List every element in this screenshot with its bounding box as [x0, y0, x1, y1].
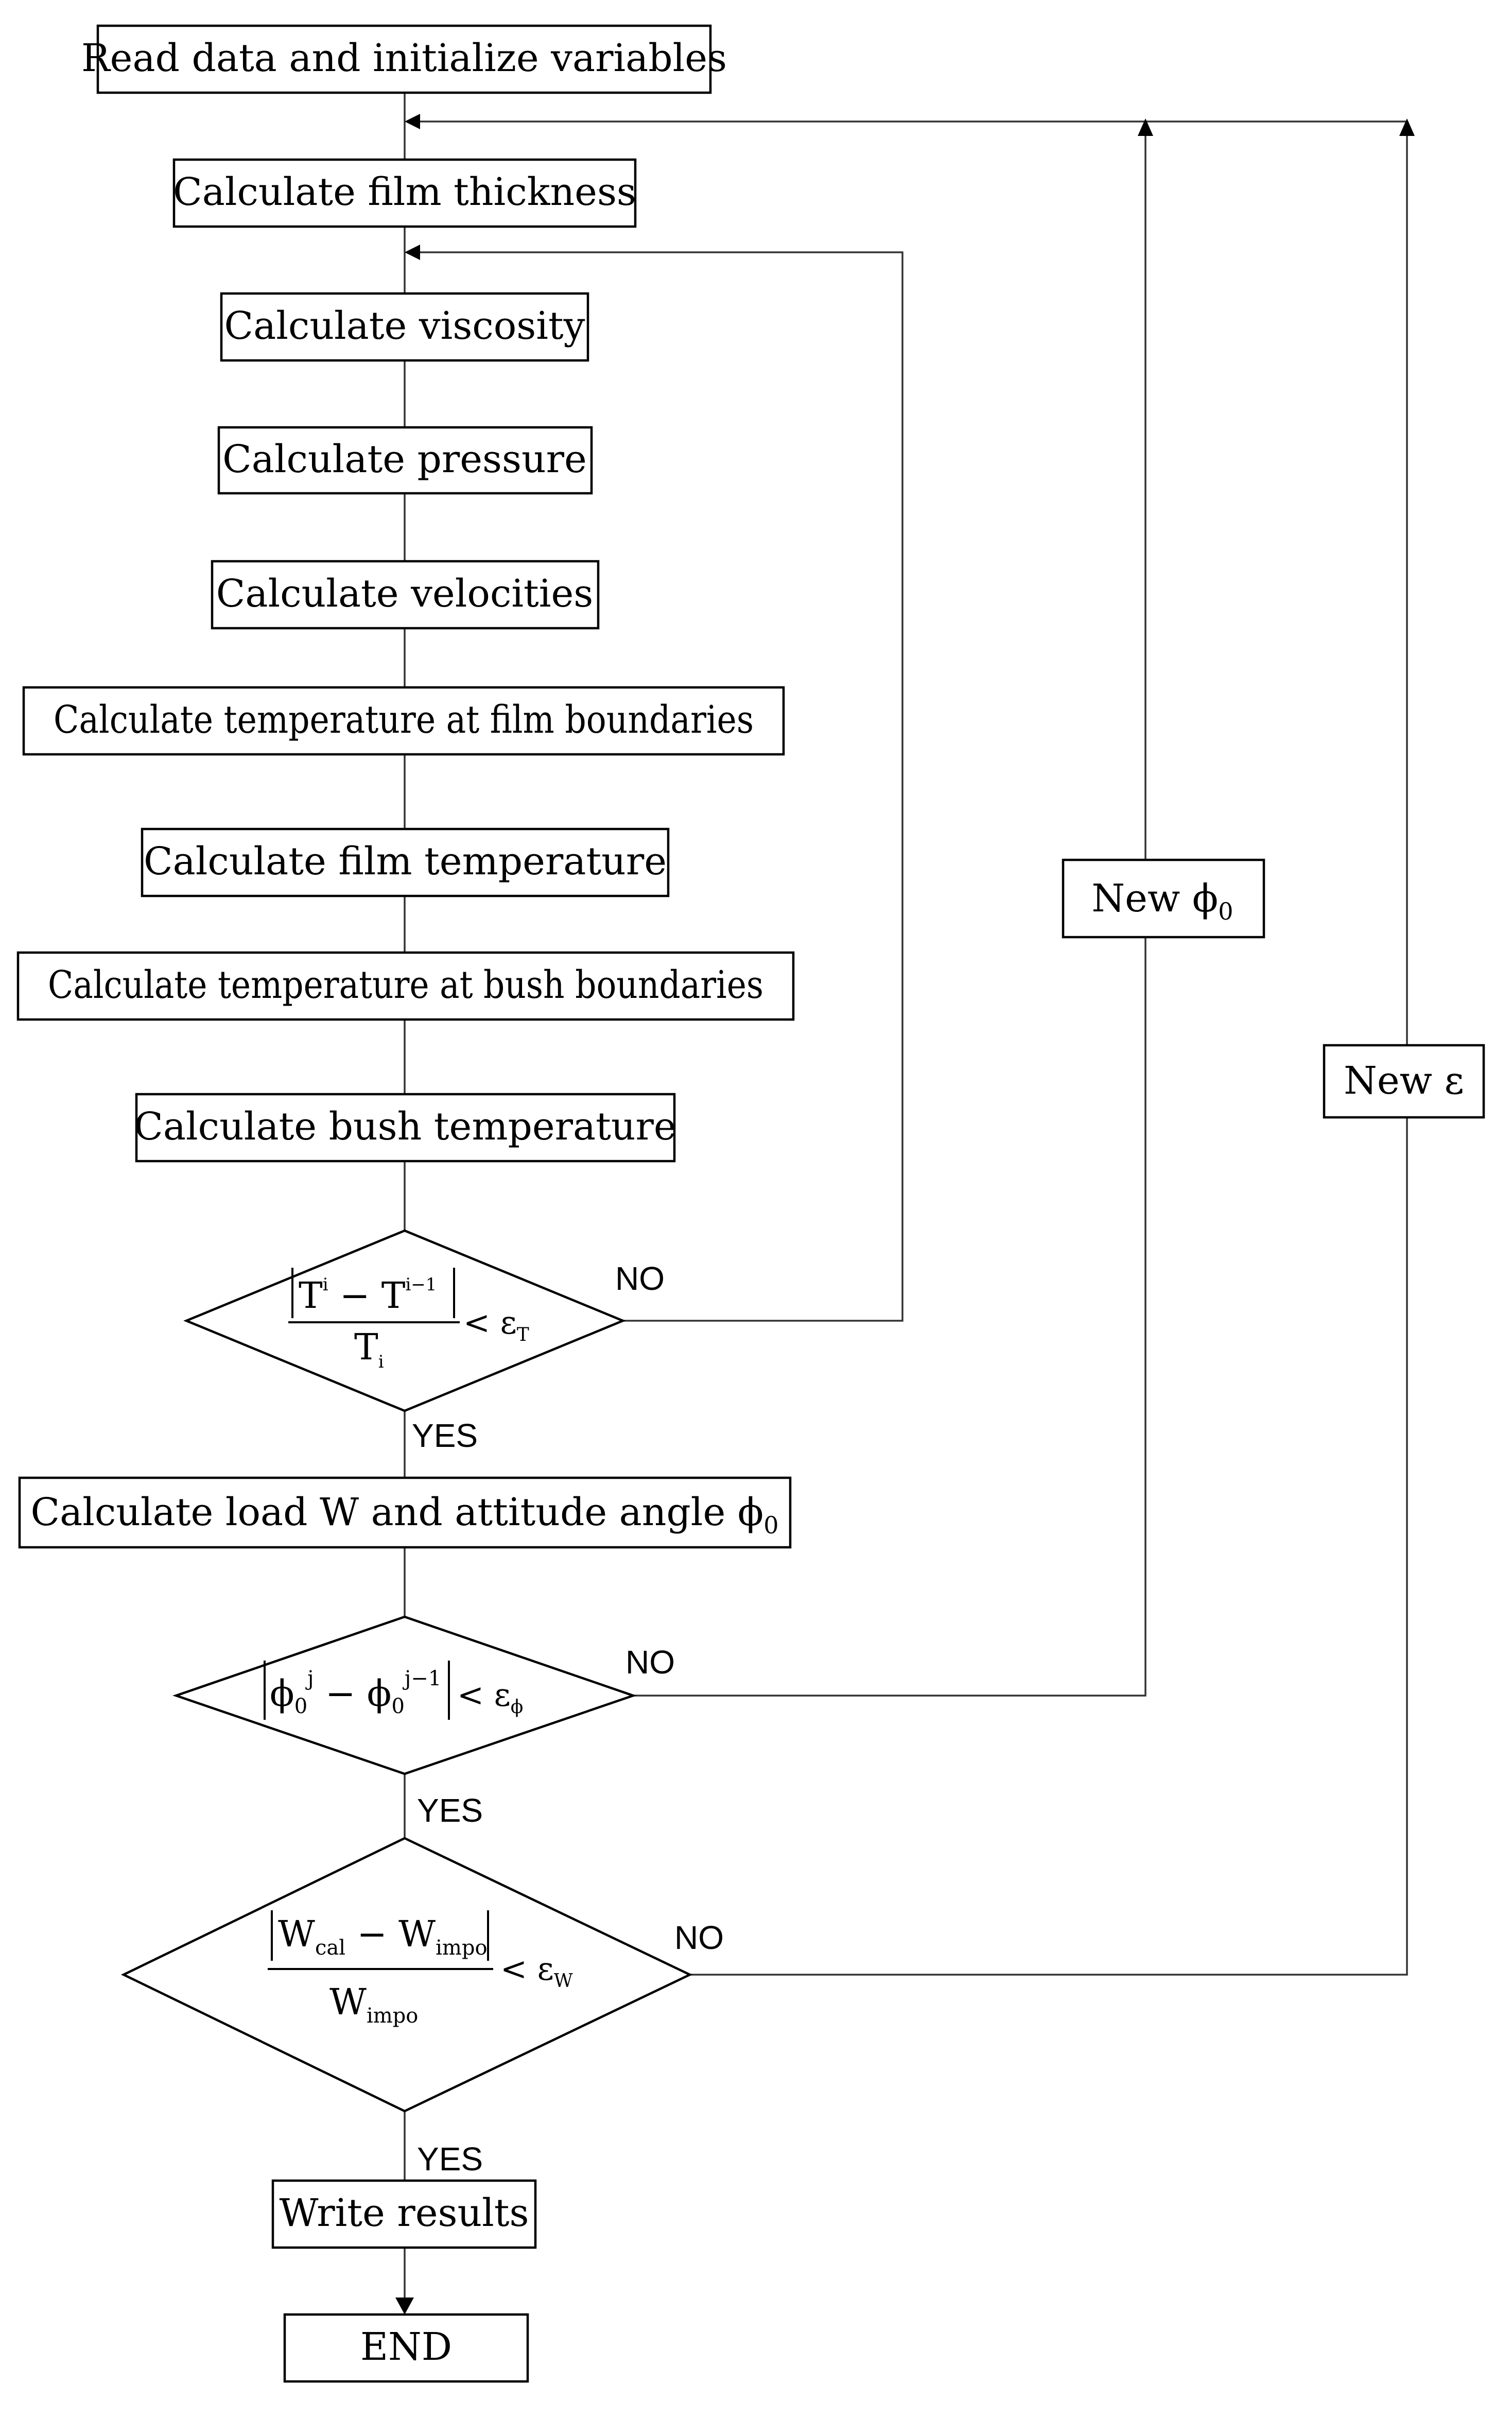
- phi-subscript: 0: [763, 1511, 778, 1539]
- svg-text:Ti − Ti−1: Ti − Ti−1: [299, 1274, 437, 1317]
- loop-new-epsilon-label: New ε: [1344, 1059, 1464, 1103]
- step-end: END: [283, 2313, 529, 2383]
- step-pressure-label: Calculate pressure: [222, 437, 587, 481]
- svg-text:< εT: < εT: [463, 1304, 529, 1345]
- step-velocities-label: Calculate velocities: [216, 572, 593, 616]
- step-bush-temperature-label: Calculate bush temperature: [134, 1104, 676, 1149]
- loop-temperature-no: [417, 251, 903, 1322]
- decision-load: Wcal − Wimpo Wimpo < εW: [120, 1837, 693, 2113]
- branch-labels: NO YES NO YES NO YES: [412, 1260, 724, 2178]
- label-yes-attitude: YES: [417, 1792, 483, 1829]
- step-temp-film-boundaries-label: Calculate temperature at film boundaries: [54, 698, 754, 742]
- decision-attitude: ϕ0j − ϕ0j−1 < εϕ: [172, 1615, 637, 1775]
- connectors: [404, 93, 1408, 2299]
- label-yes-temperature: YES: [412, 1417, 478, 1454]
- label-no-temperature: NO: [615, 1260, 665, 1297]
- loop-new-phi: New ϕ0: [1062, 858, 1265, 939]
- step-bush-temperature: Calculate bush temperature: [134, 1093, 676, 1163]
- step-temp-bush-boundaries: Calculate temperature at bush boundaries: [16, 951, 795, 1021]
- loop-load-no: [690, 1117, 1408, 1976]
- step-load-attitude: Calculate load W and attitude angle ϕ0: [18, 1476, 792, 1549]
- step-read-label: Read data and initialize variables: [81, 36, 727, 80]
- step-write-results-label: Write results: [279, 2191, 529, 2235]
- svg-text:< εϕ: < εϕ: [457, 1676, 523, 1718]
- step-temp-film-boundaries: Calculate temperature at film boundaries: [22, 686, 785, 756]
- arrowhead-load-up: [1399, 118, 1415, 136]
- step-read: Read data and initialize variables: [81, 24, 727, 94]
- svg-text:< εW: < εW: [500, 1950, 573, 1992]
- decision-attitude-formula: ϕ0j − ϕ0j−1 < εϕ: [264, 1661, 523, 1720]
- step-load-attitude-label: Calculate load W and attitude angle ϕ0: [30, 1490, 778, 1539]
- step-temp-bush-boundaries-label: Calculate temperature at bush boundaries: [48, 963, 763, 1007]
- step-velocities: Calculate velocities: [211, 560, 600, 630]
- step-film-thickness: Calculate film thickness: [172, 158, 637, 228]
- decision-load-formula: Wcal − Wimpo Wimpo < εW: [268, 1910, 573, 2028]
- step-end-label: END: [360, 2325, 452, 2369]
- loop-new-epsilon: New ε: [1323, 1044, 1485, 1119]
- decision-temperature-formula: Ti − Ti−1 Ti < εT: [288, 1268, 529, 1372]
- svg-text:Ti: Ti: [354, 1326, 384, 1372]
- svg-text:Wimpo: Wimpo: [329, 1981, 418, 2028]
- step-film-temperature-label: Calculate film temperature: [144, 839, 667, 884]
- loop-new-phi-label: New ϕ0: [1091, 876, 1233, 925]
- arrowhead-end: [395, 2298, 414, 2315]
- phi-symbol: ϕ: [738, 1490, 763, 1534]
- label-yes-load: YES: [417, 2140, 483, 2178]
- arrowhead-return-top: [405, 114, 420, 129]
- step-viscosity: Calculate viscosity: [220, 292, 589, 362]
- step-pressure: Calculate pressure: [217, 426, 593, 495]
- label-no-attitude: NO: [625, 1644, 675, 1681]
- step-viscosity-label: Calculate viscosity: [224, 304, 585, 348]
- arrowhead-return-temperature: [405, 245, 420, 260]
- svg-text:Wcal − Wimpo: Wcal − Wimpo: [278, 1913, 488, 1960]
- label-no-load: NO: [674, 1919, 724, 1956]
- step-write-results: Write results: [271, 2179, 537, 2249]
- step-film-temperature: Calculate film temperature: [141, 827, 670, 897]
- decision-temperature: Ti − Ti−1 Ti < εT: [183, 1229, 626, 1412]
- loop-attitude-no: [633, 937, 1146, 1697]
- arrowhead-attitude-up: [1138, 118, 1153, 136]
- arrowheads: [395, 114, 1415, 2315]
- step-film-thickness-label: Calculate film thickness: [173, 170, 636, 214]
- svg-text:ϕ0j − ϕ0j−1: ϕ0j − ϕ0j−1: [270, 1667, 441, 1718]
